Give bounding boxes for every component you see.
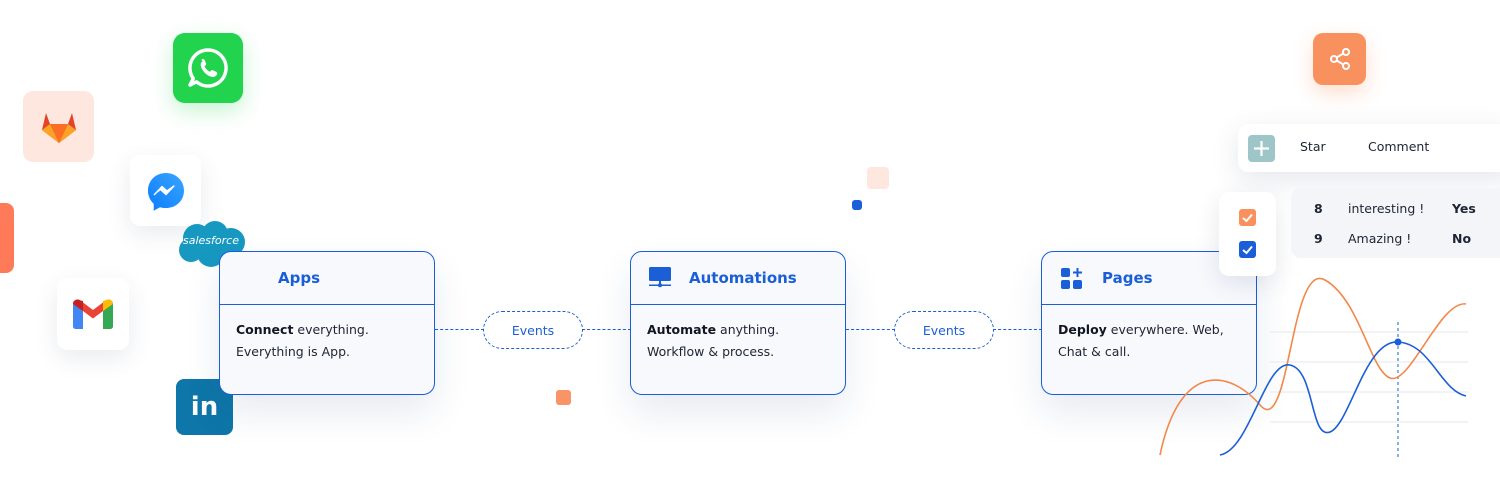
automations-card-body: Automate anything. Workflow & process. [631,305,845,363]
pages-card-bold: Deploy [1058,322,1107,337]
pages-card-body: Deploy everywhere. Web, Chat & call. [1042,305,1256,363]
apps-card-header: Apps [220,252,434,305]
apps-card-line2: Everything is App. [236,344,351,359]
share-button[interactable] [1313,33,1366,85]
checkbox-icon[interactable] [1239,209,1256,226]
connector-line [582,329,631,330]
action-bar: Star Comment [1238,124,1500,172]
events-pill: Events [894,311,994,349]
row-text: interesting ! [1348,201,1425,216]
linkedin-label: in [190,392,219,422]
connector-line [435,329,484,330]
add-button[interactable] [1248,135,1275,162]
gmail-icon [57,278,129,350]
row-answer: No [1452,231,1472,246]
events-pill: Events [483,311,583,349]
pages-card-line2: Chat & call. [1058,344,1131,359]
decorative-square [556,390,571,405]
pages-card-header: Pages [1042,252,1256,305]
automations-card-header: Automations [631,252,845,305]
decorative-edge [0,203,14,273]
messenger-icon [130,155,201,226]
events-label: Events [922,322,966,338]
checkbox-icon[interactable] [1239,241,1256,258]
automations-card-line2: Workflow & process. [647,344,775,359]
comment-button[interactable]: Comment [1368,139,1430,154]
decorative-square [867,167,889,189]
automations-card-text: anything. [716,322,780,337]
gitlab-icon [23,91,94,162]
pages-card-title: Pages [1102,269,1153,287]
grid-plus-icon [1061,267,1082,289]
apps-card-bold: Connect [236,322,294,337]
responses-panel: 8 interesting ! Yes 9 Amazing ! No [1291,188,1500,258]
apps-card-body: Connect everything. Everything is App. [220,305,434,363]
checkbox-panel [1219,192,1276,276]
row-text: Amazing ! [1348,231,1412,246]
row-number: 9 [1314,231,1323,246]
automations-card-title: Automations [689,269,797,287]
decorative-dot [852,200,862,210]
automations-card: Automations Automate anything. Workflow … [630,251,846,395]
row-number: 8 [1314,201,1323,216]
apps-card-text: everything. [293,322,369,337]
monitor-icon [649,267,671,289]
star-button[interactable]: Star [1300,139,1326,154]
connector-line [846,329,895,330]
pages-card: Pages Deploy everywhere. Web, Chat & cal… [1041,251,1257,395]
connector-line [993,329,1042,330]
apps-card: Apps Connect everything. Everything is A… [219,251,435,395]
events-label: Events [511,322,555,338]
wave-decoration [1159,277,1468,460]
plus-icon [1254,141,1269,156]
salesforce-label: salesforce [183,234,239,247]
pages-card-text: everywhere. Web, [1106,322,1224,337]
row-answer: Yes [1452,201,1476,216]
automations-card-bold: Automate [647,322,717,337]
whatsapp-icon [173,33,243,103]
apps-card-title: Apps [278,269,321,287]
share-icon [1329,48,1350,70]
